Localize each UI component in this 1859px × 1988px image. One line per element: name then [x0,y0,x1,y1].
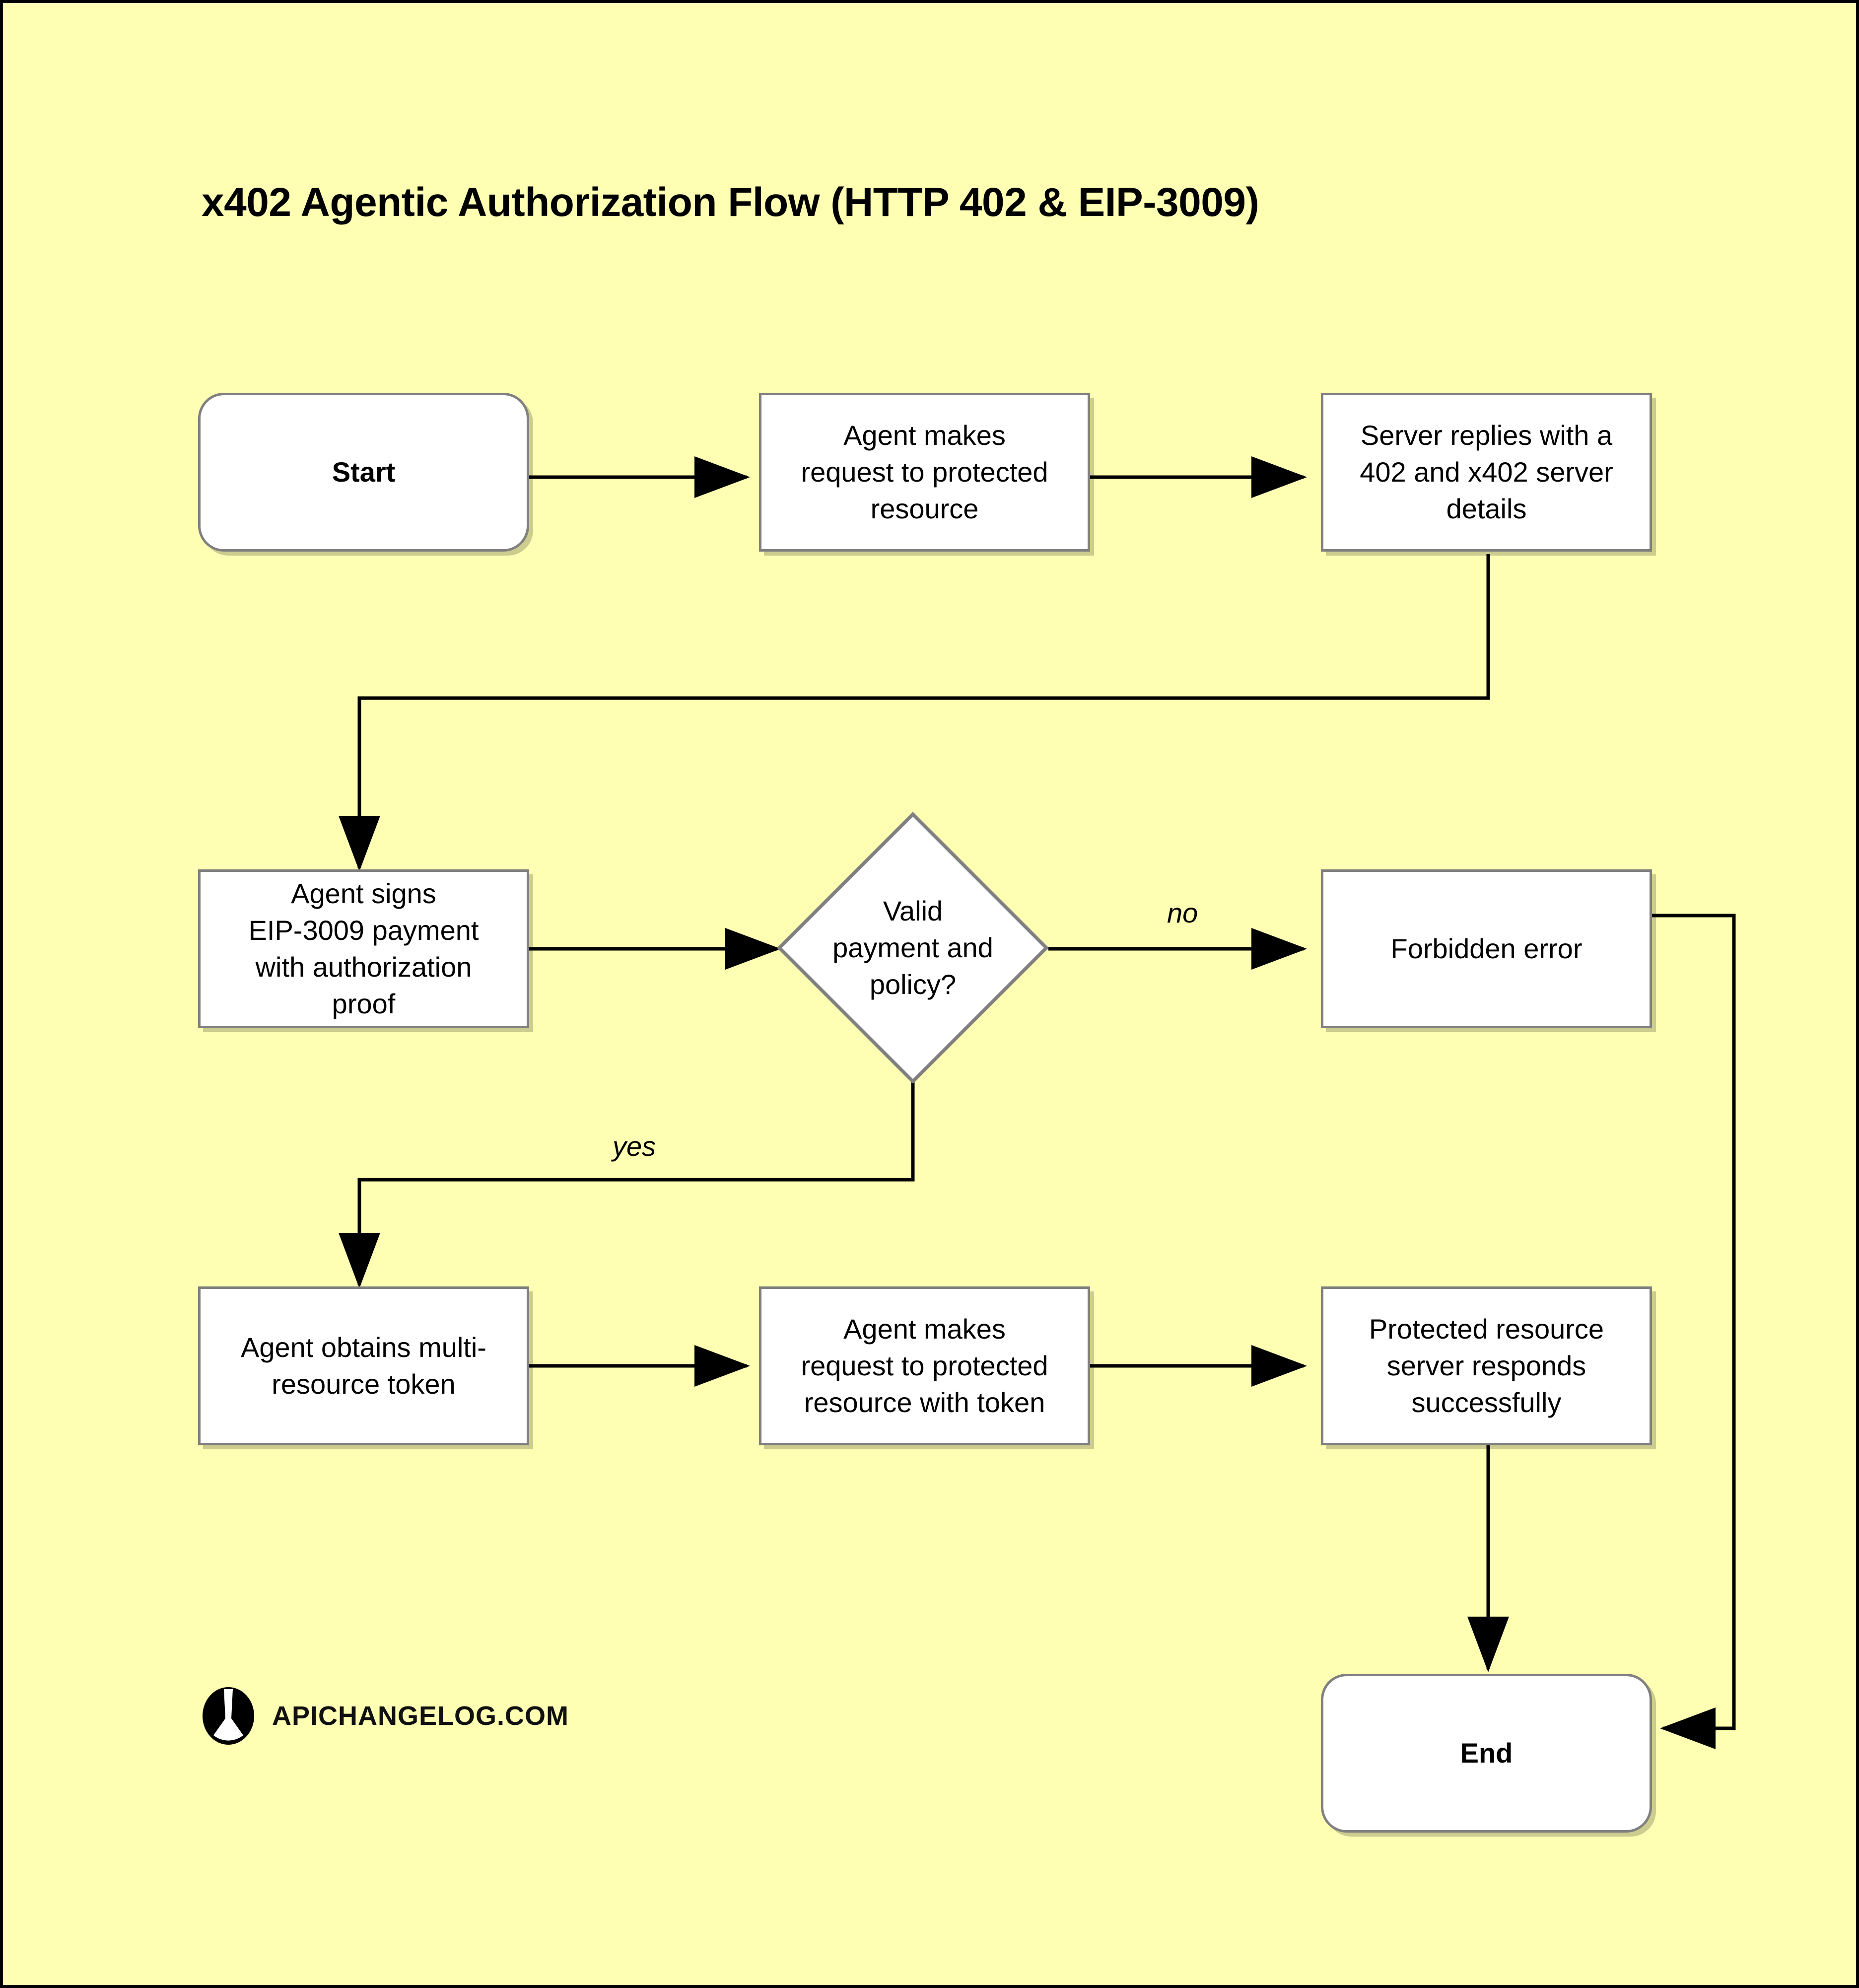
node-forbidden-error-label: Forbidden error [1390,933,1583,965]
node-agent-signs-payment[interactable]: Agent signs EIP-3009 payment with author… [198,869,529,1028]
node-server-replies-402-label: Server replies with a 402 and x402 serve… [1360,420,1613,524]
node-decision-valid-payment-label: Valid payment and policy? [832,895,993,1000]
node-agent-makes-request-label: Agent makes request to protected resourc… [801,420,1048,524]
node-agent-makes-request[interactable]: Agent makes request to protected resourc… [759,393,1090,552]
node-request-with-token-label: Agent makes request to protected resourc… [801,1313,1048,1418]
edge-label-yes: yes [613,1131,656,1162]
edge-decision-to-token [339,1070,915,1288]
edge-forbidden-to-end [1652,914,1736,1749]
node-start[interactable]: Start [198,393,529,552]
node-decision-valid-payment[interactable]: Valid payment and policy? [777,812,1048,1083]
node-end-label: End [1460,1737,1513,1769]
node-end[interactable]: End [1321,1674,1652,1833]
node-server-responds-successfully-label: Protected resource server responds succe… [1369,1313,1604,1418]
node-agent-obtains-token-label: Agent obtains multi- resource token [241,1332,486,1400]
edge-label-no: no [1167,897,1198,928]
connector-layer [339,456,1736,1749]
node-server-responds-successfully[interactable]: Protected resource server responds succe… [1321,1286,1652,1445]
decision-diamond-shape [777,812,1048,1083]
node-agent-signs-payment-label: Agent signs EIP-3009 payment with author… [248,878,479,1019]
brand-footer: APICHANGELOG.COM [202,1686,569,1746]
page-title: x402 Agentic Authorization Flow (HTTP 40… [202,180,1259,225]
apichangelog-logo-icon [203,1687,254,1745]
node-forbidden-error[interactable]: Forbidden error [1321,869,1652,1028]
node-server-replies-402[interactable]: Server replies with a 402 and x402 serve… [1321,393,1652,552]
node-agent-obtains-token[interactable]: Agent obtains multi- resource token [198,1286,529,1445]
edge-server402-to-sign [339,554,1490,871]
brand-name: APICHANGELOG.COM [272,1701,569,1731]
node-start-label: Start [332,456,396,488]
node-request-with-token[interactable]: Agent makes request to protected resourc… [759,1286,1090,1445]
